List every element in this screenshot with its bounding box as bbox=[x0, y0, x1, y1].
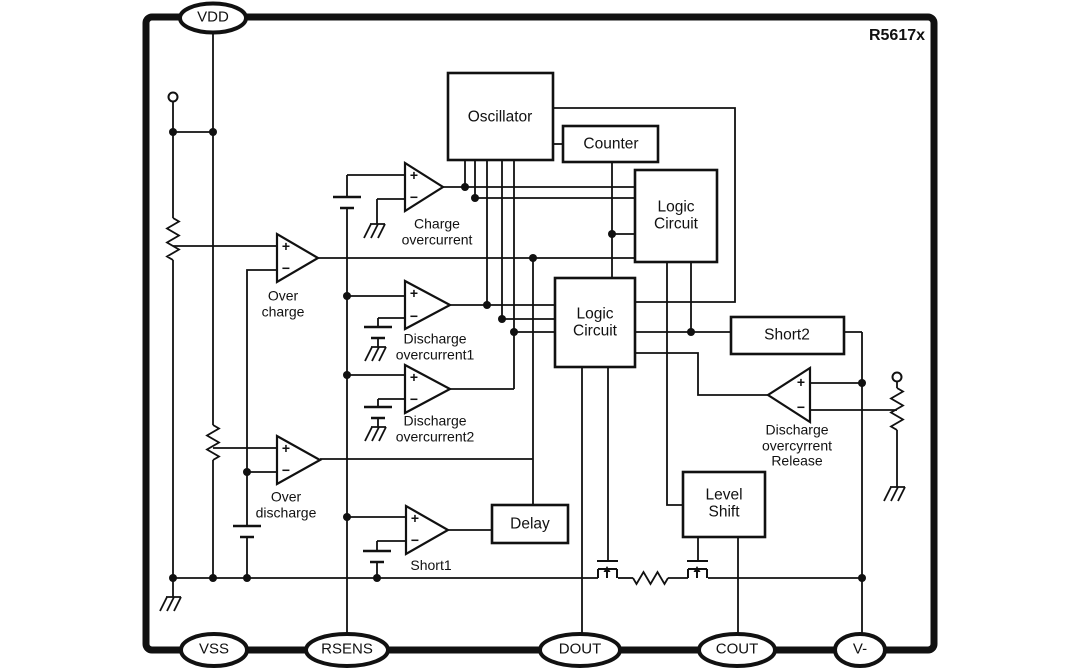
battery-do2 bbox=[364, 405, 392, 420]
release-minus-sign: − bbox=[796, 399, 806, 416]
short1-plus-sign: + bbox=[410, 510, 420, 527]
comparators bbox=[275, 161, 812, 556]
battery-do1 bbox=[364, 325, 392, 340]
short1-comparator bbox=[404, 504, 451, 556]
ground-symbols bbox=[159, 223, 906, 612]
do1-minus-sign: − bbox=[409, 308, 419, 325]
charge-fet-icon bbox=[687, 560, 708, 578]
ground-icon bbox=[159, 596, 182, 612]
delay-label: Delay bbox=[510, 515, 550, 533]
do2-minus-sign: − bbox=[409, 391, 419, 408]
level-shift-block bbox=[681, 470, 767, 539]
over-charge-comparator bbox=[275, 232, 321, 284]
battery-charge-oc bbox=[333, 195, 361, 210]
function-blocks bbox=[446, 71, 846, 545]
vdd-pin-label: VDD bbox=[197, 8, 229, 26]
cout-pin-label: COUT bbox=[715, 640, 759, 658]
battery-short1 bbox=[363, 549, 391, 564]
discharge-overcurrent2-comparator bbox=[403, 363, 453, 415]
discharge-overcurrent2-label: Discharge overcurrent2 bbox=[395, 412, 475, 444]
short1-minus-sign: − bbox=[410, 532, 420, 549]
vdd-pin bbox=[178, 1, 248, 35]
terminal-top-left bbox=[167, 91, 179, 103]
over-charge-plus-sign: + bbox=[281, 238, 291, 255]
logic-circuit-top-label: Logic Circuit bbox=[654, 198, 698, 233]
v-minus-pin bbox=[833, 632, 887, 668]
oscillator-loop-wire bbox=[553, 107, 736, 303]
over-discharge-label: Over discharge bbox=[255, 488, 317, 520]
terminals bbox=[167, 91, 903, 383]
charge-overcurrent-label: Charge overcurrent bbox=[401, 215, 473, 247]
junction-dots bbox=[169, 128, 866, 582]
over-charge-label: Over charge bbox=[261, 287, 305, 319]
logic-circuit-mid-block bbox=[553, 276, 637, 369]
do2-plus-sign: + bbox=[409, 369, 419, 386]
pin-ellipses bbox=[178, 1, 887, 668]
rsens-pin-label: RSENS bbox=[321, 640, 373, 658]
logic-circuit-top-block bbox=[633, 168, 719, 264]
ground-icon bbox=[364, 426, 387, 442]
battery-oc-od bbox=[233, 524, 261, 539]
resistor-vminus bbox=[889, 387, 905, 431]
mosfets bbox=[597, 560, 708, 578]
short2-block bbox=[729, 315, 846, 356]
over-charge-minus-sign: − bbox=[281, 260, 291, 277]
over-discharge-comparator bbox=[275, 434, 323, 486]
rsens-pin bbox=[304, 632, 390, 668]
short2-label: Short2 bbox=[764, 326, 810, 344]
oscillator-label: Oscillator bbox=[467, 108, 533, 126]
delay-block bbox=[490, 503, 570, 545]
release-output-wire bbox=[635, 352, 768, 396]
do1-plus-sign: + bbox=[409, 285, 419, 302]
resistor-fet bbox=[632, 570, 669, 586]
discharge-overcurrent-release-label: Discharge overcyrrent Release bbox=[761, 421, 833, 469]
resistor-divider1 bbox=[165, 217, 181, 261]
release-plus-sign: + bbox=[796, 374, 806, 391]
over-discharge-minus-sign: − bbox=[281, 462, 291, 479]
v-minus-rail bbox=[844, 331, 863, 637]
dout-pin bbox=[538, 632, 622, 668]
over-discharge-plus-sign: + bbox=[281, 440, 291, 457]
ground-icon bbox=[363, 223, 386, 239]
v-minus-pin-label: V- bbox=[852, 640, 868, 658]
cout-pin bbox=[697, 632, 777, 668]
discharge-overcurrent1-comparator bbox=[403, 279, 453, 331]
charge-oc-plus-sign: + bbox=[409, 167, 419, 184]
terminal-right bbox=[891, 371, 903, 383]
ground-icon bbox=[364, 346, 387, 362]
logic-circuit-mid-label: Logic Circuit bbox=[573, 305, 617, 340]
oscillator-block bbox=[446, 71, 555, 162]
discharge-fet-icon bbox=[597, 560, 618, 578]
resistor-divider2 bbox=[205, 424, 221, 461]
counter-label: Counter bbox=[583, 135, 639, 153]
chip-part-number: R5617x bbox=[868, 27, 926, 45]
discharge-overcurrent1-label: Discharge overcurrent1 bbox=[395, 330, 475, 362]
battery-symbols bbox=[233, 195, 392, 564]
short1-label: Short1 bbox=[410, 557, 452, 574]
level-shift-label: Level Shift bbox=[705, 486, 743, 521]
vss-pin-label: VSS bbox=[198, 640, 230, 658]
rsens-rail bbox=[346, 174, 405, 634]
ground-icon bbox=[883, 486, 906, 502]
vss-pin bbox=[179, 632, 249, 668]
charge-overcurrent-comparator bbox=[403, 161, 446, 213]
charge-oc-minus-sign: − bbox=[409, 189, 419, 206]
discharge-overcurrent-release-comparator bbox=[765, 365, 812, 425]
dout-pin-label: DOUT bbox=[558, 640, 602, 658]
counter-block bbox=[561, 124, 660, 164]
